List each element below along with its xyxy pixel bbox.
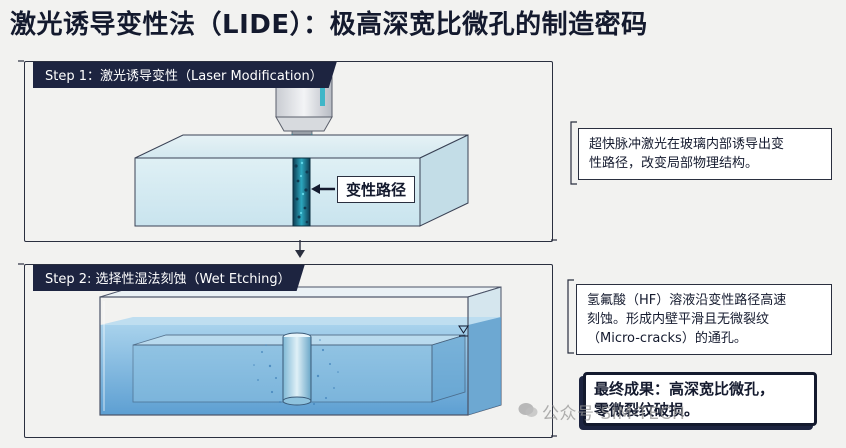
step2-tab: Step 2: 选择性湿法刻蚀（Wet Etching） (33, 265, 305, 291)
path-label-arrow (311, 184, 335, 194)
wechat-logo-icon (518, 403, 538, 417)
step1-frame (24, 61, 553, 242)
step2-note-line2: 刻蚀。形成内壁平滑且无微裂纹 (587, 312, 770, 327)
frame-corner-ticks (18, 60, 557, 437)
modified-path-label: 变性路径 (337, 176, 416, 203)
step2-frame (24, 264, 553, 438)
note-brackets (567, 121, 577, 354)
step2-note-line1: 氢氟酸（HF）溶液沿变性路径高速 (587, 293, 787, 308)
modified-path-label-text: 变性路径 (346, 181, 407, 199)
step2-note: 氢氟酸（HF）溶液沿变性路径高速 刻蚀。形成内壁平滑且无微裂纹 （Micro-c… (576, 284, 832, 355)
watermark: 公众号·SIM-TECH (542, 399, 685, 424)
result-line1: 最终成果：高深宽比微孔， (594, 380, 775, 398)
watermark-text: 公众号·SIM-TECH (542, 404, 686, 424)
step1-tab: Step 1：激光诱导变性（Laser Modification） (33, 62, 337, 88)
through-hole (253, 332, 339, 406)
result-callout: 最终成果：高深宽比微孔， 零微裂纹破损。 (583, 372, 817, 426)
glass-block (134, 134, 469, 227)
result-line2: 零微裂纹破损。 (594, 401, 700, 419)
step1-note-line1: 超快脉冲激光在玻璃内部诱导出变 (589, 137, 785, 152)
step1-note: 超快脉冲激光在玻璃内部诱导出变 性路径，改变局部物理结构。 (578, 128, 832, 180)
modified-path (292, 157, 311, 227)
step1-note-line2: 性路径，改变局部物理结构。 (589, 156, 759, 171)
page-title: 激光诱导变性法（LIDE）：极高深宽比微孔的制造密码 (10, 10, 648, 40)
down-arrow-icon (295, 240, 305, 258)
step2-note-line3: （Micro-cracks）的通孔。 (587, 331, 747, 346)
